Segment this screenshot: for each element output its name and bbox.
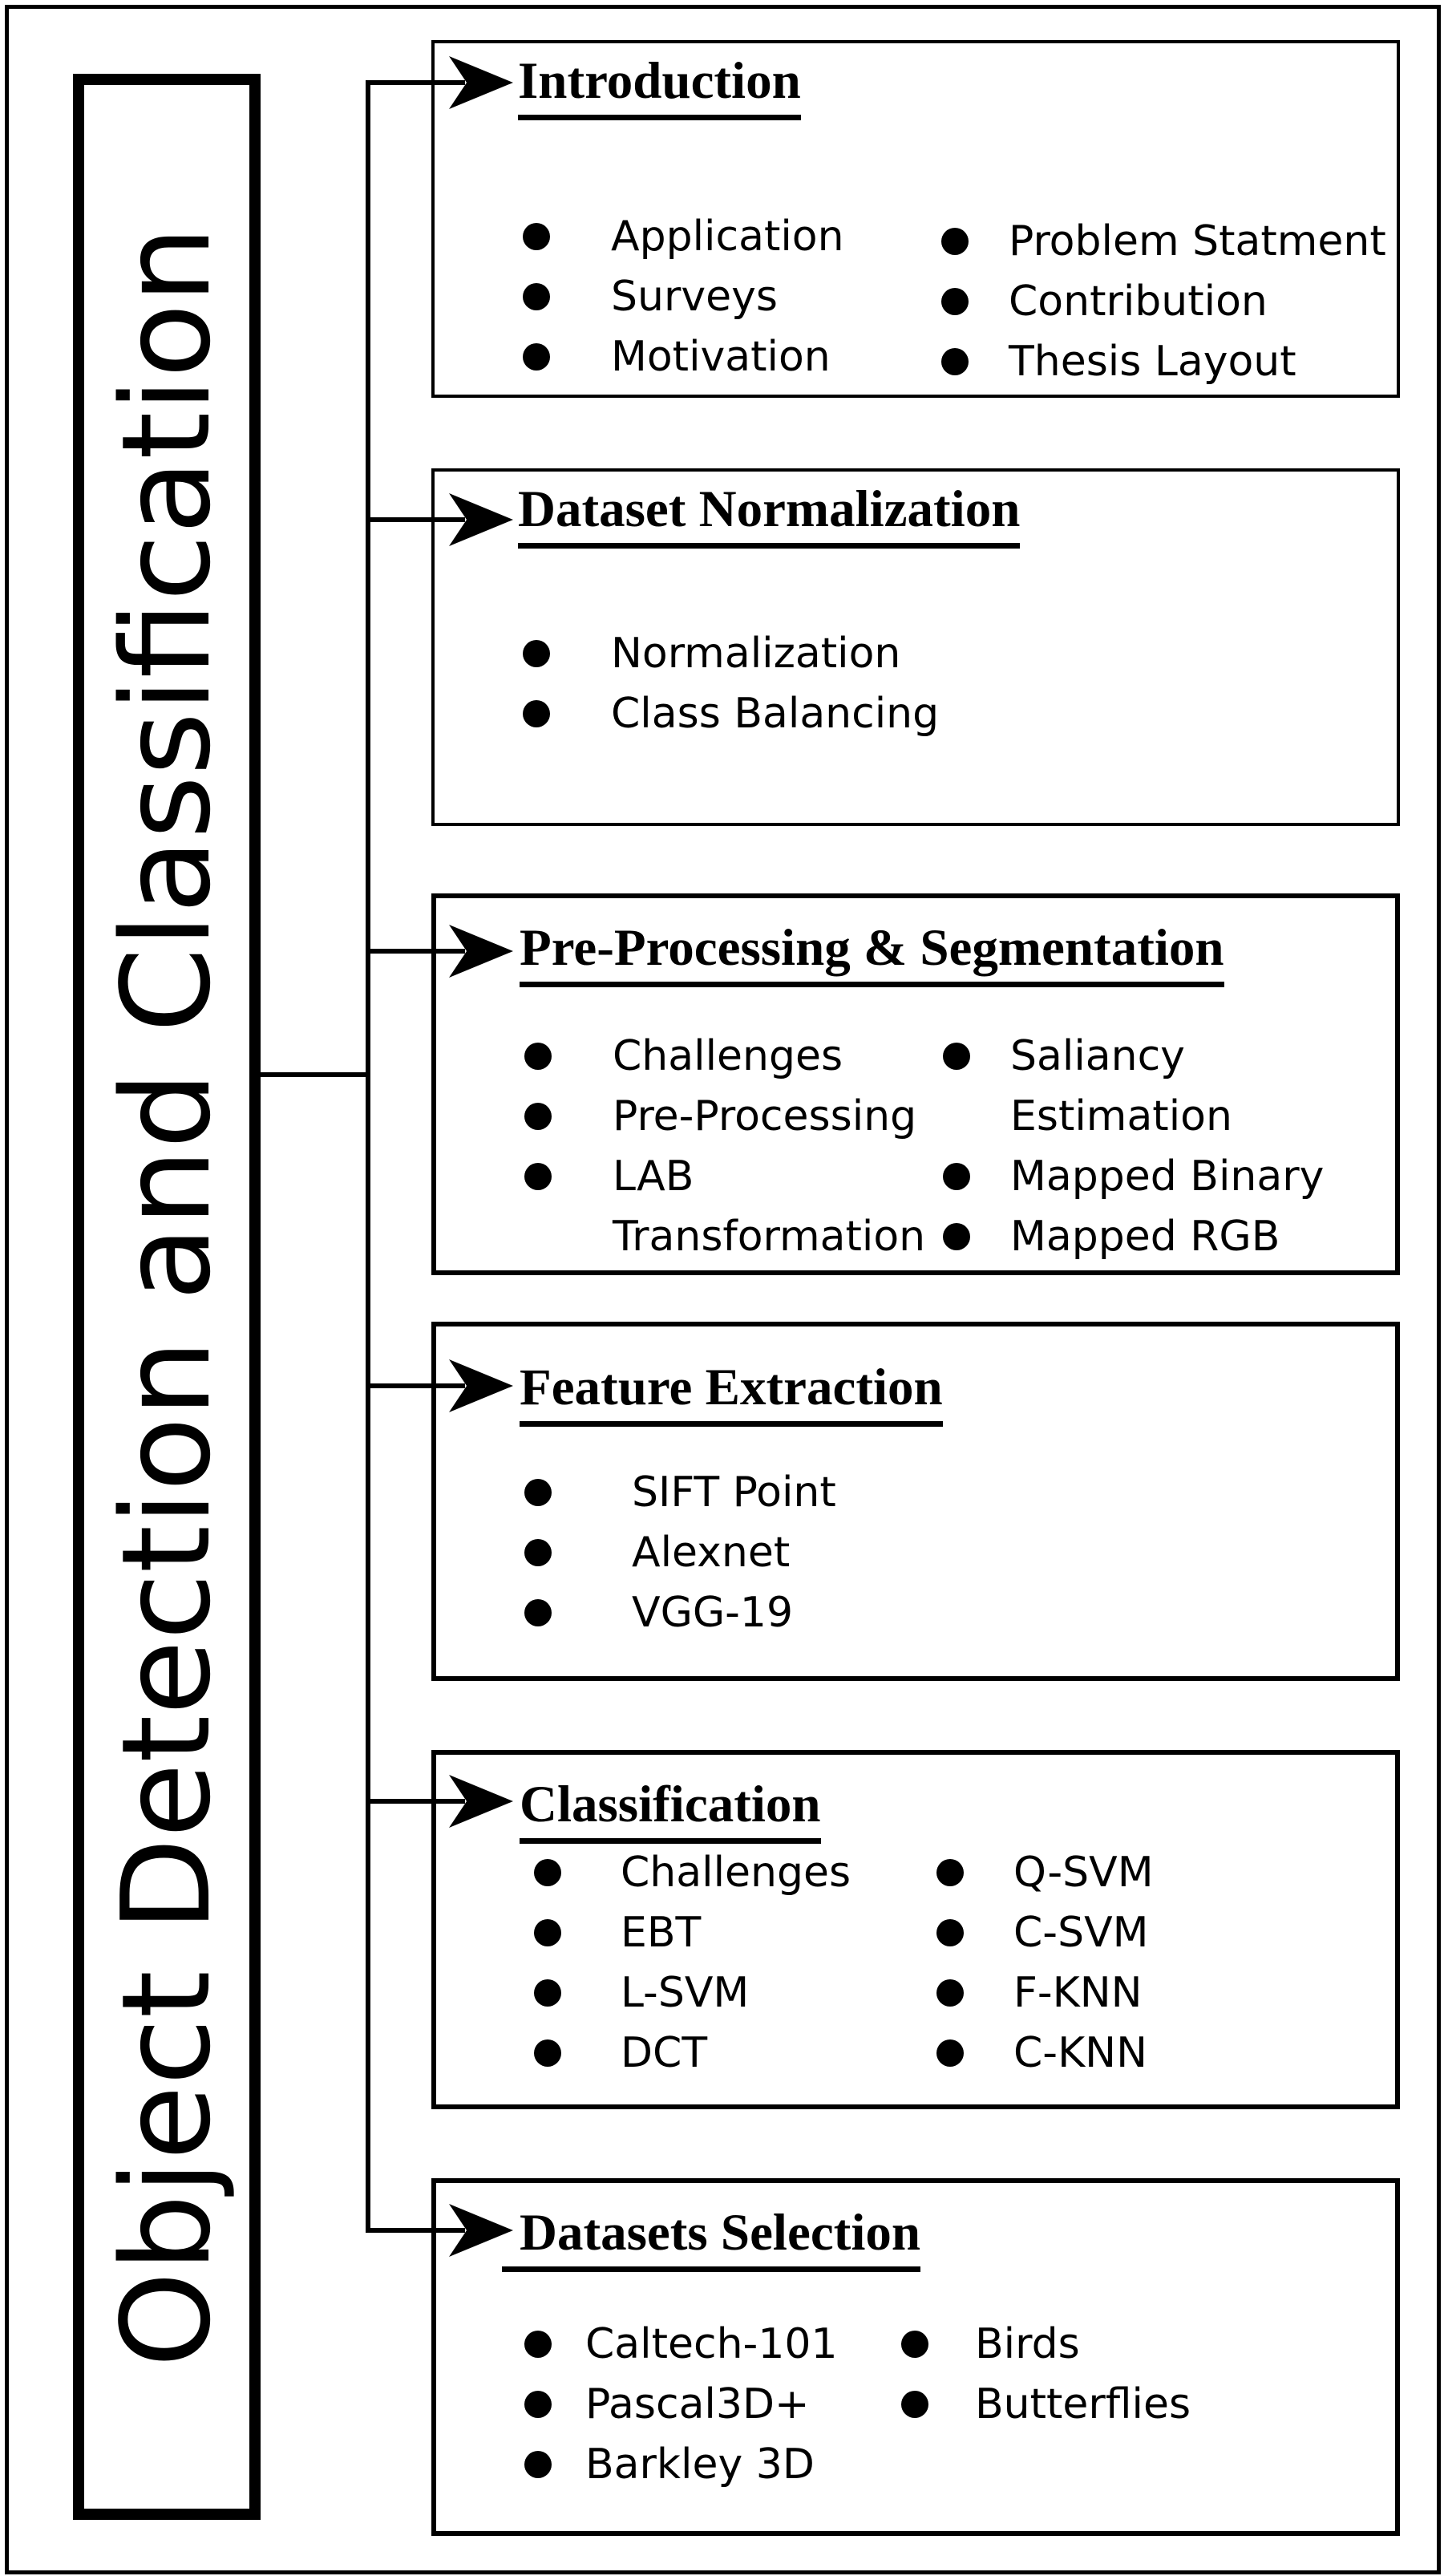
list-item-text: C-KNN <box>1013 2029 1147 2077</box>
section-title: Dataset Normalization <box>518 484 1021 549</box>
list-item-text: VGG-19 <box>632 1589 794 1637</box>
arrow-feature-extraction <box>366 1359 513 1412</box>
bullet-icon <box>901 2331 928 2358</box>
list-item-text: Saliancy <box>1010 1032 1185 1080</box>
list-item-text: L-SVM <box>621 1969 750 2017</box>
list-item-text: C-SVM <box>1013 1909 1149 1957</box>
section-title: Pre-Processing & Segmentation <box>520 922 1224 987</box>
section-classification: Classification Challenges EBT L-SVM DCT … <box>431 1750 1400 2109</box>
list-item-text: Motivation <box>611 333 831 381</box>
list-item-text: Surveys <box>611 273 778 321</box>
list-item-text: Contribution <box>1009 277 1268 326</box>
bullet-icon <box>523 223 550 250</box>
list-item-text: F-KNN <box>1013 1969 1143 2017</box>
section-datasets-selection: Datasets Selection Caltech-101 Pascal3D+… <box>431 2178 1400 2536</box>
arrow-dataset-normalization <box>366 493 513 546</box>
bullet-icon <box>534 1859 561 1886</box>
section-pre-processing-segmentation: Pre-Processing & Segmentation Challenges… <box>431 893 1400 1275</box>
list-item-text: Barkley 3D <box>585 2440 815 2489</box>
bullet-icon <box>524 1599 552 1626</box>
list-item-text-continued: Transformation <box>613 1213 926 1261</box>
list-item-text: LAB <box>613 1152 694 1201</box>
bullet-icon <box>524 2331 552 2358</box>
arrow-pre-processing-segmentation <box>366 925 513 978</box>
arrow-datasets-selection <box>366 2204 513 2257</box>
list-item-text: Alexnet <box>632 1529 791 1577</box>
bullet-icon <box>524 1043 552 1070</box>
bullet-icon <box>534 1979 561 2007</box>
section-title: Datasets Selection <box>502 2207 921 2272</box>
diagram-frame <box>5 5 1441 2574</box>
list-item-text: Normalization <box>611 630 901 678</box>
bullet-icon <box>524 1103 552 1130</box>
bullet-icon <box>936 1859 964 1886</box>
bullet-icon <box>936 2039 964 2067</box>
bullet-icon <box>524 1479 552 1506</box>
list-item-text: Mapped Binary <box>1010 1152 1325 1201</box>
bullet-icon <box>523 700 550 727</box>
list-item-text: EBT <box>621 1909 702 1957</box>
list-item-text: Class Balancing <box>611 690 940 738</box>
list-item-text: Challenges <box>613 1032 843 1080</box>
section-feature-extraction: Feature Extraction SIFT Point Alexnet VG… <box>431 1322 1400 1681</box>
list-item-text: SIFT Point <box>632 1468 836 1517</box>
bullet-icon <box>524 2391 552 2418</box>
arrow-classification <box>366 1775 513 1828</box>
bullet-icon <box>936 1979 964 2007</box>
list-item-text: Butterflies <box>975 2380 1191 2428</box>
list-item-text: Caltech-101 <box>585 2320 838 2368</box>
bullet-icon <box>941 348 969 375</box>
section-title: Feature Extraction <box>520 1362 943 1427</box>
section-introduction: Introduction Application Surveys Motivat… <box>431 40 1400 398</box>
list-item-text: Pre-Processing <box>613 1092 917 1140</box>
bullet-icon <box>534 2039 561 2067</box>
arrow-introduction <box>366 56 513 109</box>
list-item-text: Challenges <box>621 1849 851 1897</box>
bullet-icon <box>534 1919 561 1946</box>
list-item-text: Thesis Layout <box>1009 338 1296 386</box>
list-item-text: Pascal3D+ <box>585 2380 810 2428</box>
section-dataset-normalization: Dataset Normalization Normalization Clas… <box>431 468 1400 826</box>
bullet-icon <box>901 2391 928 2418</box>
bullet-icon <box>524 2451 552 2478</box>
list-item-text: Birds <box>975 2320 1080 2368</box>
main-title-box <box>73 74 261 2520</box>
bullet-icon <box>941 288 969 315</box>
bullet-icon <box>943 1043 970 1070</box>
list-item-text: Mapped RGB <box>1010 1213 1280 1261</box>
list-item-text-continued: Estimation <box>1010 1092 1232 1140</box>
bullet-icon <box>943 1223 970 1250</box>
bullet-icon <box>943 1163 970 1190</box>
bullet-icon <box>523 343 550 371</box>
bullet-icon <box>523 640 550 667</box>
bullet-icon <box>524 1539 552 1566</box>
list-item-text: Problem Statment <box>1009 217 1386 265</box>
bullet-icon <box>524 1163 552 1190</box>
list-item-text: Application <box>611 213 844 261</box>
bullet-icon <box>523 283 550 310</box>
list-item-text: Q-SVM <box>1013 1849 1154 1897</box>
bullet-icon <box>941 228 969 255</box>
section-title: Classification <box>520 1779 821 1844</box>
section-title: Introduction <box>518 55 801 120</box>
bullet-icon <box>936 1919 964 1946</box>
list-item-text: DCT <box>621 2029 708 2077</box>
